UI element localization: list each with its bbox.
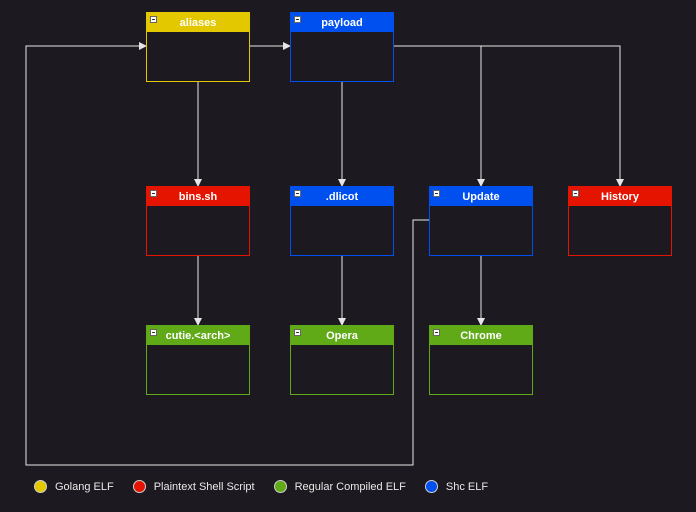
legend-item-regular-elf: Regular Compiled ELF <box>273 480 406 493</box>
node-chrome[interactable]: Chrome <box>429 325 533 395</box>
node-label: History <box>601 190 639 203</box>
regular-elf-dot-icon <box>273 480 287 493</box>
legend-label: Regular Compiled ELF <box>294 480 406 493</box>
edge-payload-to-update <box>394 45 485 187</box>
node-label: Opera <box>326 329 358 342</box>
node-label: Chrome <box>460 329 502 342</box>
node-header: .dlicot <box>291 187 393 206</box>
node-aliases[interactable]: aliases <box>146 12 250 82</box>
legend-label: Plaintext Shell Script <box>153 480 255 493</box>
collapse-icon[interactable] <box>150 16 157 23</box>
node-label: aliases <box>179 16 217 29</box>
collapse-icon[interactable] <box>294 190 301 197</box>
collapse-icon[interactable] <box>572 190 579 197</box>
node-header: cutie.<arch> <box>147 326 249 345</box>
node-label: Update <box>462 190 500 203</box>
edge-payload-to-history <box>394 45 624 187</box>
legend-item-plaintext-shell: Plaintext Shell Script <box>132 480 255 493</box>
node-header: History <box>569 187 671 206</box>
node-header: Chrome <box>430 326 532 345</box>
legend-item-golang-elf: Golang ELF <box>34 480 114 493</box>
collapse-icon[interactable] <box>150 329 157 336</box>
node-payload[interactable]: payload <box>290 12 394 82</box>
node-label: payload <box>321 16 363 29</box>
collapse-icon[interactable] <box>433 190 440 197</box>
node-label: bins.sh <box>178 190 218 203</box>
node-label: cutie.<arch> <box>165 329 231 342</box>
node-header: payload <box>291 13 393 32</box>
node-header: Update <box>430 187 532 206</box>
node-bins-sh[interactable]: bins.sh <box>146 186 250 256</box>
legend: Golang ELF Plaintext Shell Script Regula… <box>34 480 507 493</box>
node-opera[interactable]: Opera <box>290 325 394 395</box>
collapse-icon[interactable] <box>433 329 440 336</box>
edge-update-to-aliases <box>25 42 429 466</box>
collapse-icon[interactable] <box>294 16 301 23</box>
node-cutie-arch[interactable]: cutie.<arch> <box>146 325 250 395</box>
node-header: aliases <box>147 13 249 32</box>
collapse-icon[interactable] <box>150 190 157 197</box>
node-dlicot[interactable]: .dlicot <box>290 186 394 256</box>
collapse-icon[interactable] <box>294 329 301 336</box>
node-update[interactable]: Update <box>429 186 533 256</box>
shc-elf-dot-icon <box>424 480 438 493</box>
legend-label: Golang ELF <box>55 480 114 493</box>
legend-item-shc-elf: Shc ELF <box>424 480 489 493</box>
node-header: bins.sh <box>147 187 249 206</box>
node-header: Opera <box>291 326 393 345</box>
legend-label: Shc ELF <box>445 480 489 493</box>
plaintext-shell-dot-icon <box>132 480 146 493</box>
golang-elf-dot-icon <box>34 480 47 493</box>
node-history[interactable]: History <box>568 186 672 256</box>
node-label: .dlicot <box>325 190 359 203</box>
